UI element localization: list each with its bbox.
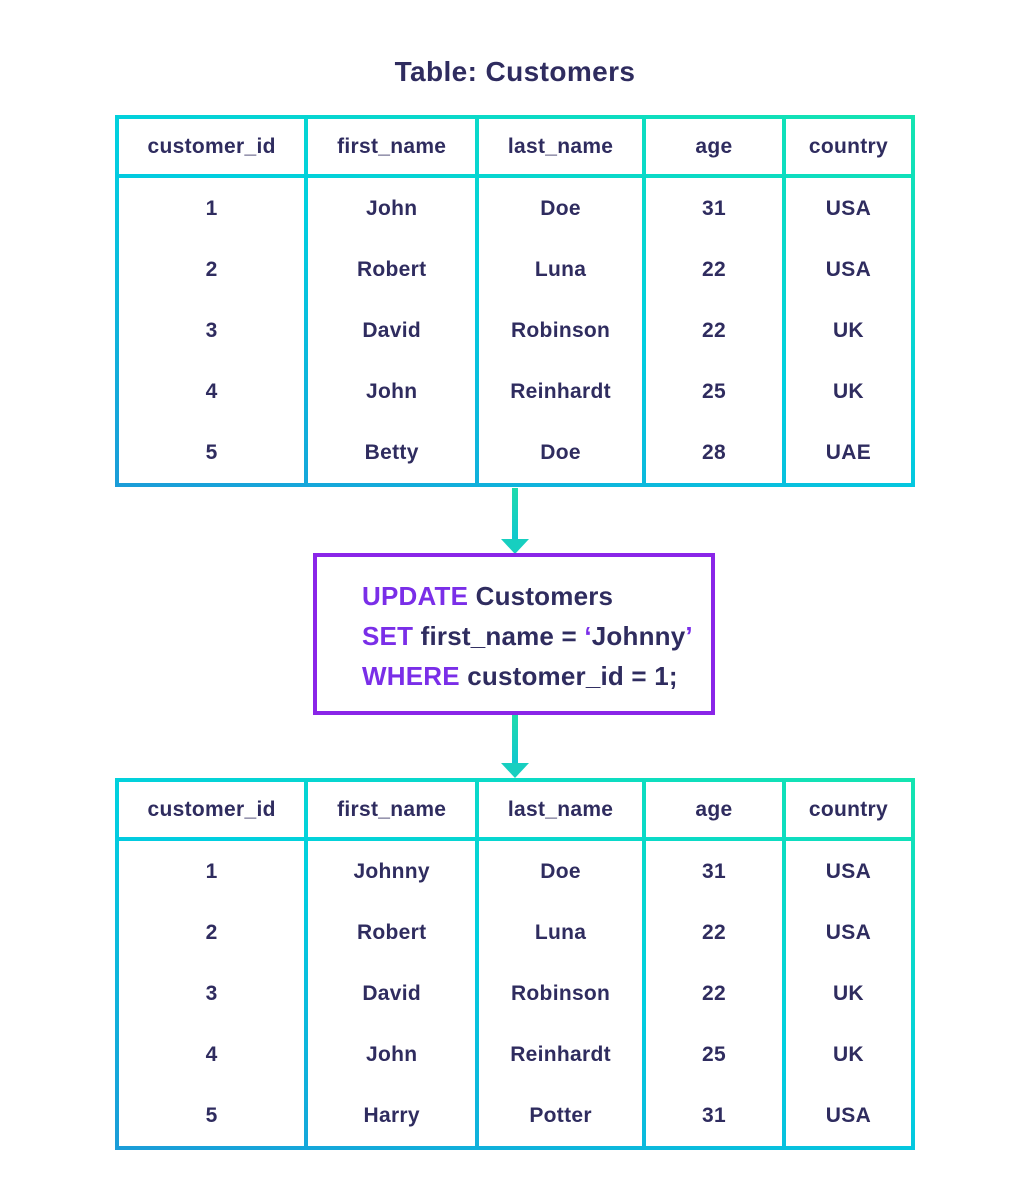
column-header: customer_id [119, 782, 305, 837]
table-cell: 31 [646, 841, 782, 902]
column-header: country [785, 119, 911, 174]
sql-keyword: SET [362, 621, 414, 651]
table-cell: 22 [646, 902, 782, 963]
table-cell: 4 [119, 1024, 305, 1085]
table-cell: 4 [119, 361, 305, 422]
column-header: last_name [479, 119, 643, 174]
table-cell: UAE [785, 422, 911, 483]
table-cell: 1 [119, 841, 305, 902]
table-cell: 1 [119, 178, 305, 239]
table-cell: 25 [646, 361, 782, 422]
table-cell: Harry [308, 1085, 476, 1146]
table-cell: Reinhardt [479, 1024, 643, 1085]
sql-text: first_name = [413, 621, 585, 651]
table-cell: Robert [308, 239, 476, 300]
table-cell: Reinhardt [479, 361, 643, 422]
table-cell: 5 [119, 1085, 305, 1146]
table-cell: John [308, 361, 476, 422]
column-header: last_name [479, 782, 643, 837]
table-cell: UK [785, 1024, 911, 1085]
sql-keyword: WHERE [362, 661, 460, 691]
table-cell: Potter [479, 1085, 643, 1146]
table-cell: Robinson [479, 300, 643, 361]
table-cell: David [308, 300, 476, 361]
arrow-head-icon [501, 763, 529, 778]
table-cell: 2 [119, 239, 305, 300]
table-cell: John [308, 1024, 476, 1085]
table-cell: USA [785, 841, 911, 902]
column-header: age [646, 119, 782, 174]
sql-text: Customers [468, 581, 614, 611]
table-cell: John [308, 178, 476, 239]
table-cell: Robinson [479, 963, 643, 1024]
table-cell: USA [785, 239, 911, 300]
arrow-shaft [512, 488, 518, 539]
sql-line: SET first_name = ‘Johnny’ [362, 616, 701, 656]
sql-text: customer_id = 1; [459, 661, 678, 691]
table-cell: Luna [479, 239, 643, 300]
down-arrow-2 [501, 715, 529, 778]
table-cell: 28 [646, 422, 782, 483]
column-header: first_name [308, 782, 476, 837]
table-cell: UK [785, 963, 911, 1024]
table-cell: 3 [119, 963, 305, 1024]
column-header: age [646, 782, 782, 837]
down-arrow-1 [501, 488, 529, 554]
sql-text: Johnny [591, 621, 686, 651]
sql-keyword: ‘ [584, 621, 592, 651]
column-header: country [785, 782, 911, 837]
table-cell: 25 [646, 1024, 782, 1085]
column-header: customer_id [119, 119, 305, 174]
arrow-head-icon [501, 539, 529, 554]
diagram-title: Table: Customers [394, 56, 636, 87]
table-cell: USA [785, 1085, 911, 1146]
table-cell: 3 [119, 300, 305, 361]
table-cell: Doe [479, 422, 643, 483]
sql-line: UPDATE Customers [362, 576, 701, 616]
table-cell: 2 [119, 902, 305, 963]
table-cell: Robert [308, 902, 476, 963]
table-cell: 22 [646, 300, 782, 361]
sql-keyword: ’ [685, 621, 693, 651]
arrow-shaft [512, 715, 518, 763]
table-cell: David [308, 963, 476, 1024]
table-cell: Johnny [308, 841, 476, 902]
column-header: first_name [308, 119, 476, 174]
table-cell: 31 [646, 178, 782, 239]
table-cell: 22 [646, 963, 782, 1024]
table-cell: UK [785, 361, 911, 422]
table-cell: 22 [646, 239, 782, 300]
table-cell: UK [785, 300, 911, 361]
sql-keyword: UPDATE [362, 581, 469, 611]
table-cell: Doe [479, 178, 643, 239]
table-cell: Doe [479, 841, 643, 902]
table-cell: 5 [119, 422, 305, 483]
table-cell: USA [785, 902, 911, 963]
table-cell: Luna [479, 902, 643, 963]
sql-line: WHERE customer_id = 1; [362, 656, 701, 696]
table-cell: Betty [308, 422, 476, 483]
table-cell: USA [785, 178, 911, 239]
table-cell: 31 [646, 1085, 782, 1146]
